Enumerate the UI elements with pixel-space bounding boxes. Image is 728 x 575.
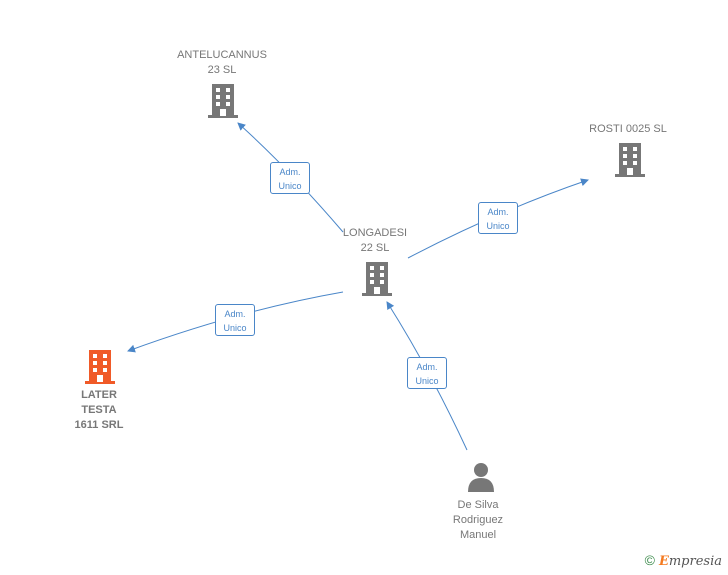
node-name: Manuel bbox=[459, 529, 497, 541]
node-name: TESTA bbox=[81, 404, 117, 416]
node-label-rosti: ROSTI 0025 SL bbox=[568, 122, 688, 137]
node-name: ROSTI 0025 SL bbox=[589, 123, 667, 135]
node-name: Rodriguez bbox=[452, 514, 504, 526]
copyright-symbol: © bbox=[644, 552, 655, 568]
node-label-later-testa: LATER TESTA 1611 SRL bbox=[39, 388, 159, 433]
node-name: ANTELUCANNUS bbox=[177, 49, 267, 61]
edge-label-adm-unico-rosti[interactable]: Adm. Unico bbox=[478, 202, 518, 234]
building-icon[interactable] bbox=[207, 84, 239, 118]
edge-role: Adm. bbox=[416, 362, 438, 372]
node-label-antelucannus: ANTELUCANNUS 23 SL bbox=[162, 48, 282, 78]
brand-name: mpresia bbox=[668, 554, 722, 569]
node-name: 22 SL bbox=[360, 242, 390, 254]
edge-label-adm-unico-longadesi[interactable]: Adm. Unico bbox=[407, 357, 447, 389]
node-name: 1611 SRL bbox=[74, 419, 124, 431]
edge-label-adm-unico-antelucannus[interactable]: Adm. Unico bbox=[270, 162, 310, 194]
node-name: LONGADESI bbox=[342, 227, 408, 239]
building-icon[interactable] bbox=[361, 262, 393, 296]
edge-role: Unico bbox=[278, 181, 302, 191]
edge-role: Adm. bbox=[487, 207, 509, 217]
edge-role: Unico bbox=[223, 323, 247, 333]
edge-role: Unico bbox=[486, 221, 510, 231]
empresia-logo[interactable]: ©Empresia bbox=[645, 552, 722, 569]
edge-role: Unico bbox=[415, 376, 439, 386]
node-label-de-silva: De Silva Rodriguez Manuel bbox=[418, 498, 538, 543]
brand-initial: E bbox=[658, 554, 669, 569]
edge-role: Adm. bbox=[224, 309, 246, 319]
person-icon[interactable] bbox=[466, 462, 496, 492]
edge-label-adm-unico-later-testa[interactable]: Adm. Unico bbox=[215, 304, 255, 336]
node-name: 23 SL bbox=[207, 64, 237, 76]
building-icon[interactable] bbox=[84, 350, 116, 384]
edge-role: Adm. bbox=[279, 167, 301, 177]
node-label-longadesi: LONGADESI 22 SL bbox=[315, 226, 435, 256]
building-icon[interactable] bbox=[614, 143, 646, 177]
node-name: LATER bbox=[81, 389, 117, 401]
node-name: De Silva bbox=[457, 499, 499, 511]
